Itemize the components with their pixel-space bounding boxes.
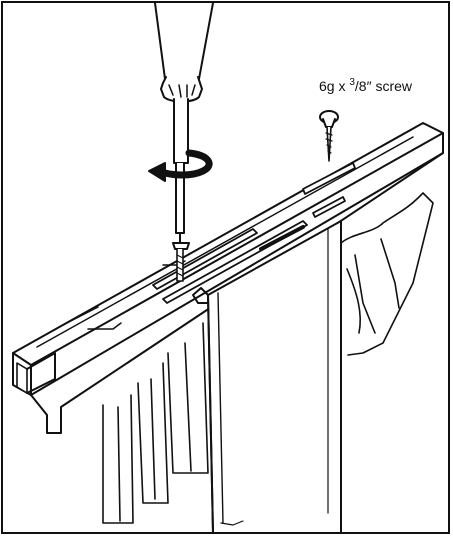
screw-icon [319,110,339,162]
screw-fraction-rest: /8″ screw [354,78,413,94]
curtain-panel [192,220,342,534]
screw-gauge-text: 6g x [319,78,350,94]
screwdriver-icon [154,3,214,248]
lower-folds [102,322,209,524]
screw-size-label: 6g x 3/8″ screw [319,77,412,94]
rotation-arrow-icon [148,149,213,182]
screw-fraction-numerator: 3 [349,77,355,88]
right-drape [340,192,434,356]
assembly-illustration [12,3,444,534]
driven-screw [172,242,190,282]
